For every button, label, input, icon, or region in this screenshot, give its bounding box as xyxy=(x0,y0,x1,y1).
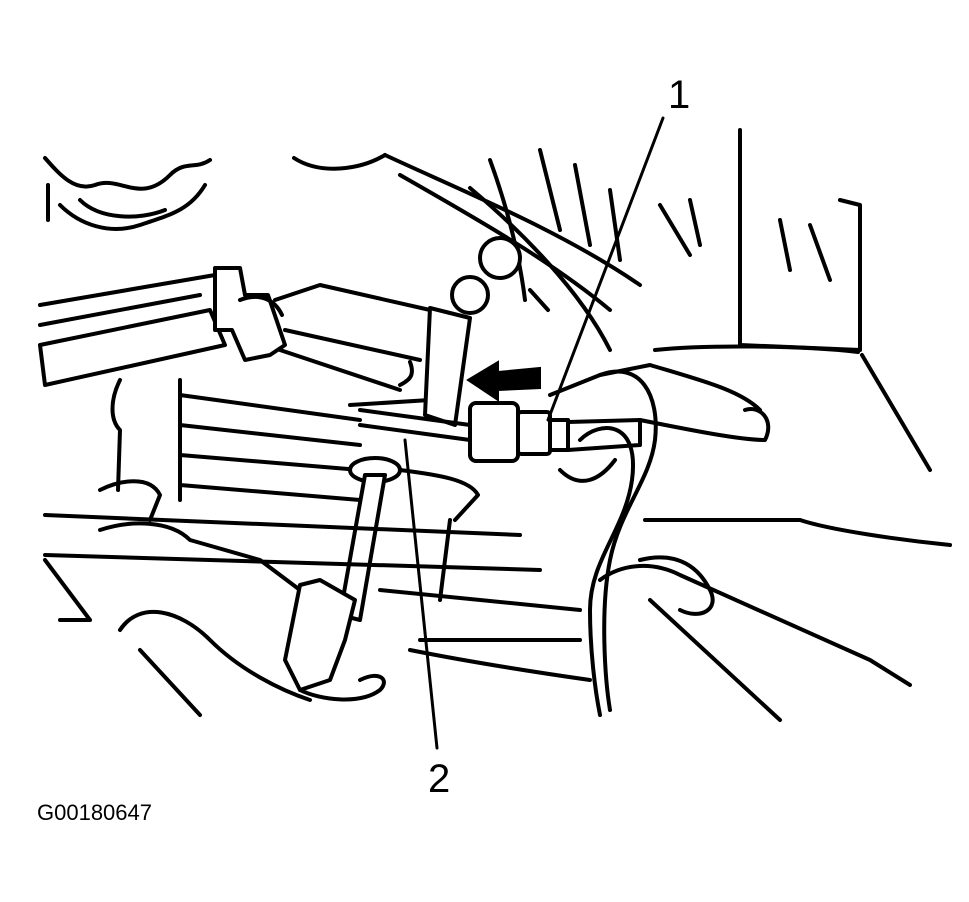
engine-top-left-contour xyxy=(43,153,387,231)
hose-clamp xyxy=(213,266,287,362)
leader-lines xyxy=(403,116,665,750)
lower-right-housing xyxy=(598,518,952,722)
fuel-line-fitting xyxy=(358,401,642,463)
round-fittings xyxy=(450,236,550,315)
left-hose xyxy=(38,273,227,387)
engine-block-right xyxy=(653,128,932,472)
leader-line-1 xyxy=(546,116,665,422)
figure-id: G00180647 xyxy=(37,800,152,825)
vertical-bracket xyxy=(423,306,472,427)
leader-line-2 xyxy=(403,438,439,750)
central-lower-body xyxy=(43,378,582,642)
main-tube xyxy=(273,283,432,407)
callout-2: 2 xyxy=(428,757,450,801)
curved-pipe-right xyxy=(548,363,771,717)
lower-left-bracket xyxy=(118,578,592,717)
left-arrow-icon xyxy=(466,360,541,402)
callout-1: 1 xyxy=(668,73,690,117)
